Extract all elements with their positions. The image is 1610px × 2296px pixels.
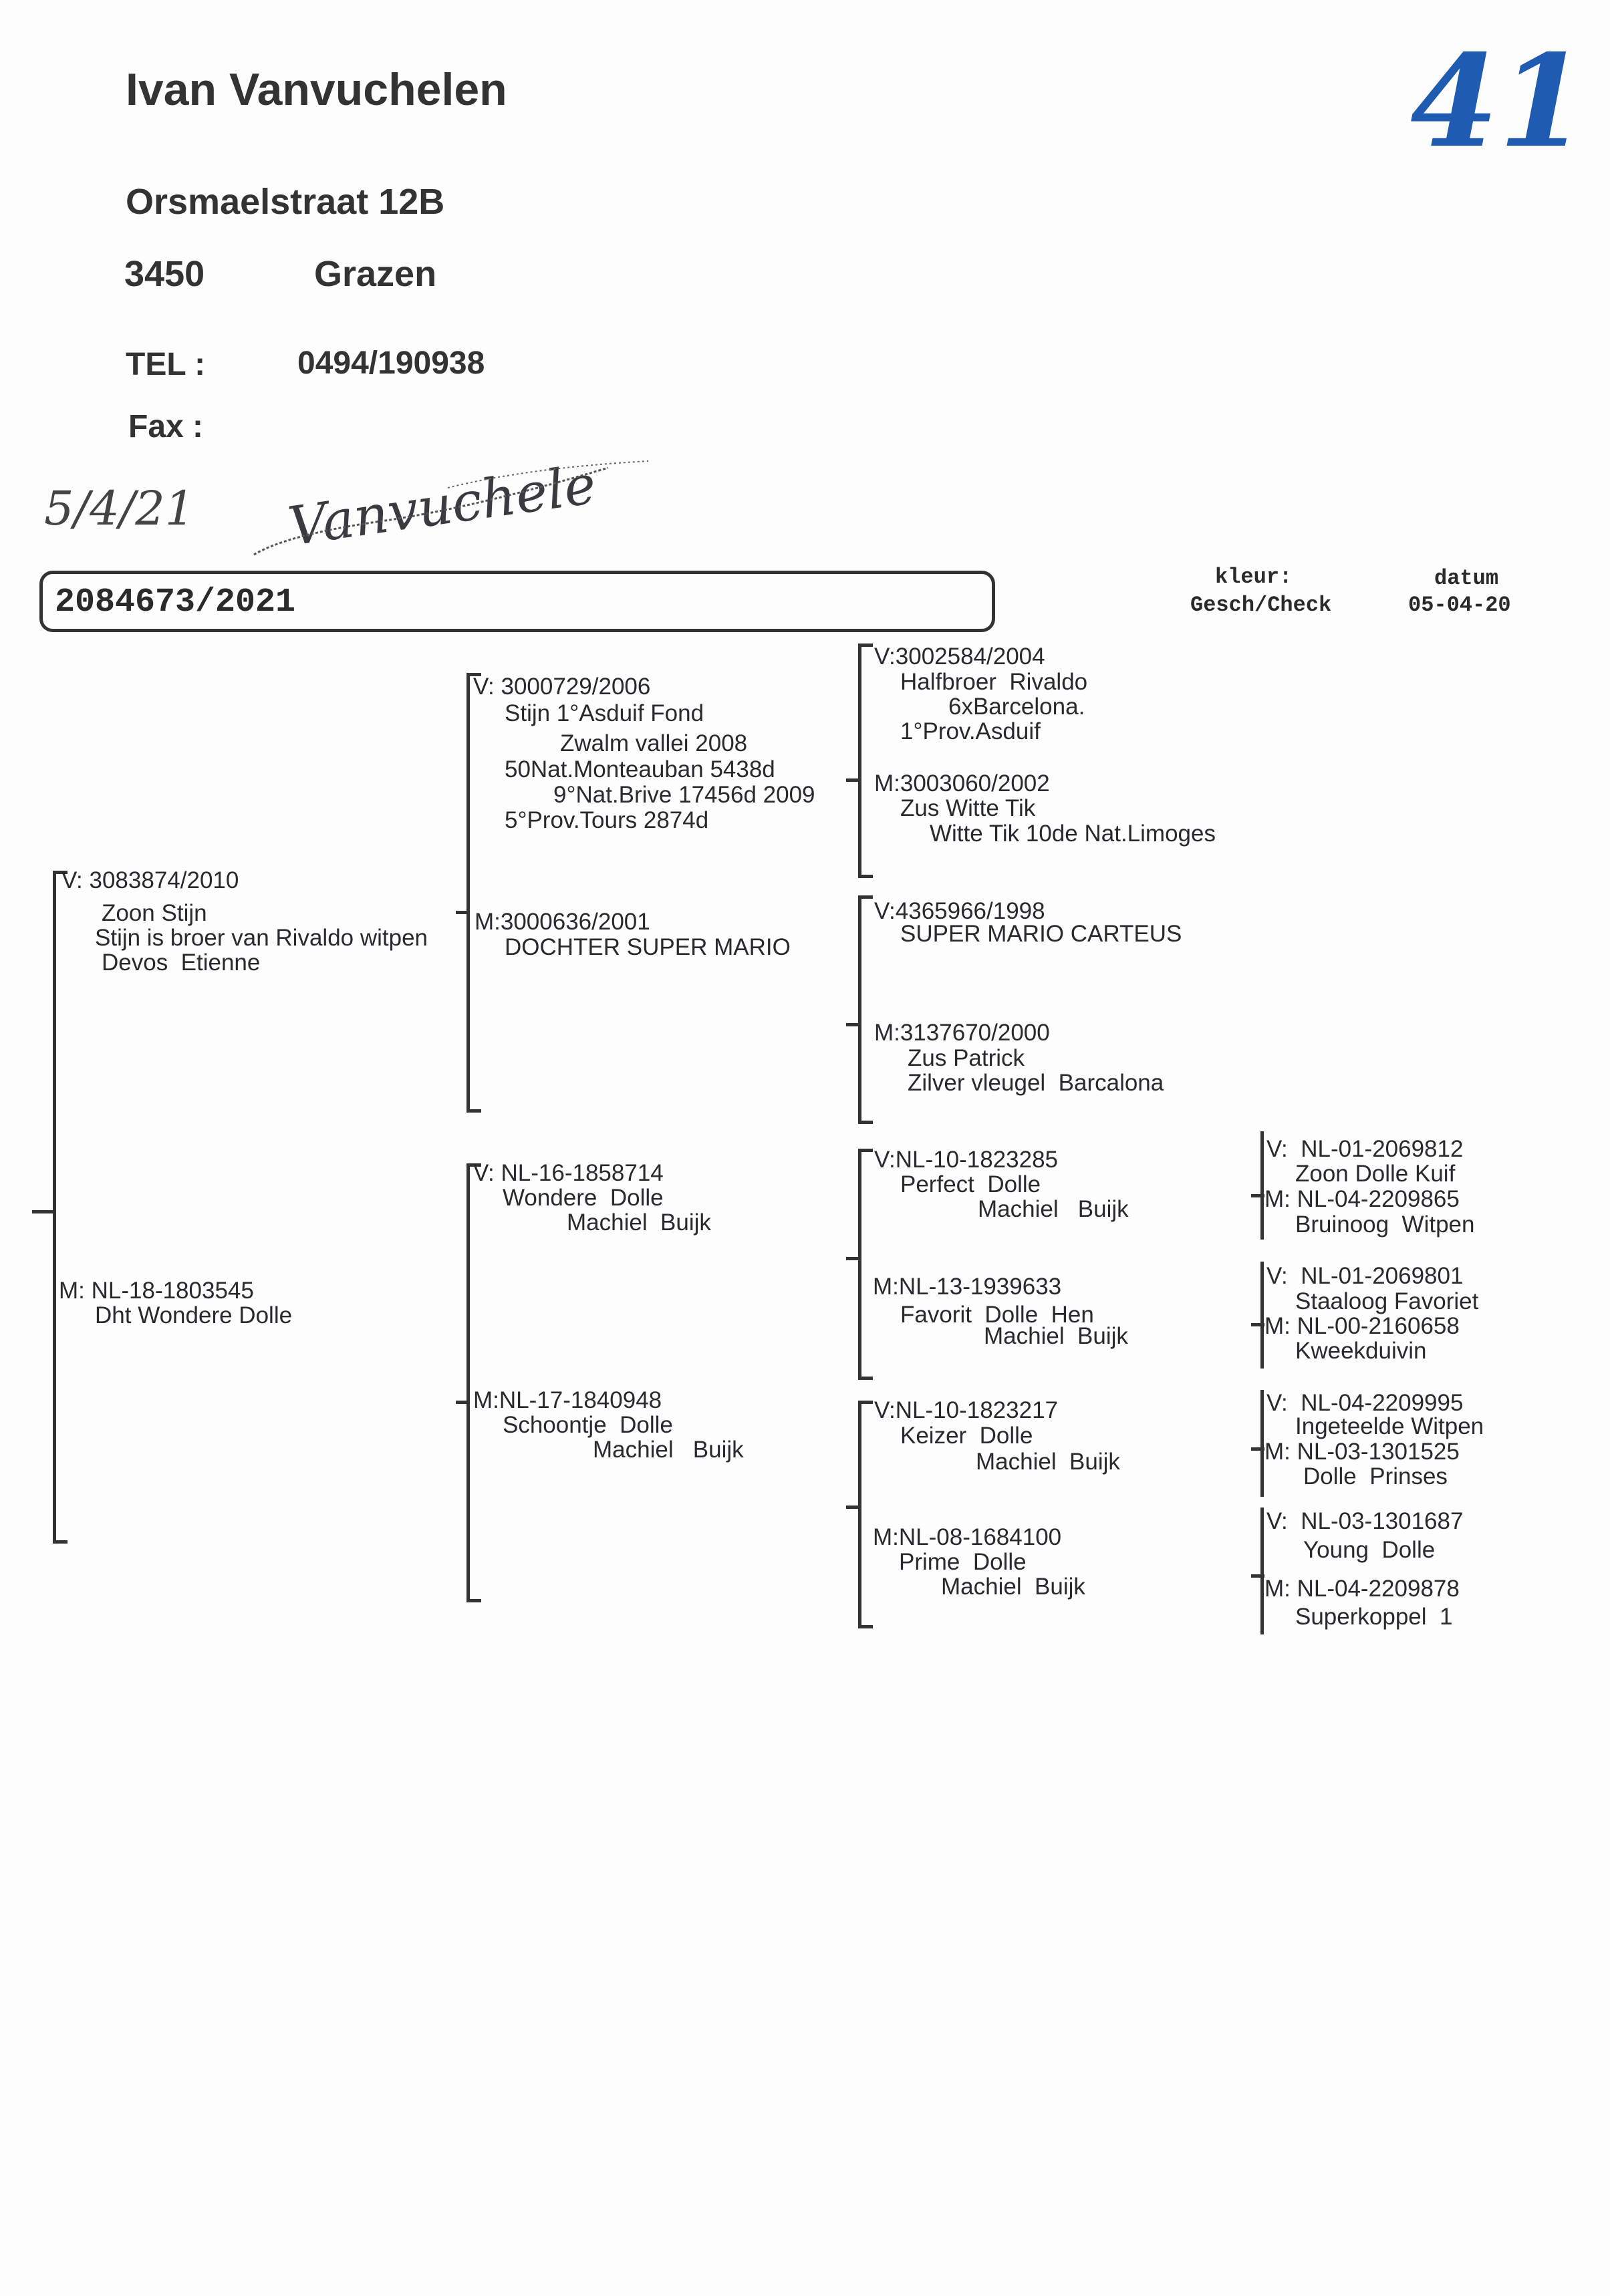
- gen4-ring: M: NL-04-2209878: [1264, 1576, 1460, 1602]
- bracket-gen4: [1260, 1390, 1264, 1497]
- sdd-line: Zilver vleugel Barcalona: [908, 1070, 1164, 1096]
- ss-line: Stijn 1°Asduif Fond: [505, 700, 704, 726]
- ss-line: Zwalm vallei 2008: [560, 730, 748, 756]
- bracket-gen1: [53, 871, 68, 1544]
- dds-line: Keizer Dolle: [900, 1423, 1033, 1449]
- owner-postcode: 3450: [124, 254, 205, 294]
- bracket-tick: [1251, 1574, 1264, 1578]
- dsd-ring: M:NL-13-1939633: [873, 1274, 1062, 1300]
- sire-line: Zoon Stijn: [102, 900, 207, 926]
- dd-line: Machiel Buijk: [593, 1437, 744, 1463]
- dss-line: Machiel Buijk: [978, 1196, 1129, 1222]
- ssd-ring: M:3003060/2002: [874, 770, 1050, 797]
- gen4-ring: V: NL-01-2069812: [1266, 1136, 1464, 1162]
- ds-line: Machiel Buijk: [567, 1209, 711, 1236]
- ring-number: 2084673/2021: [55, 583, 296, 621]
- sss-line: Halfbroer Rivaldo: [900, 669, 1088, 695]
- gen4-name: Bruinoog Witpen: [1295, 1211, 1475, 1238]
- dds-ring: V:NL-10-1823217: [874, 1397, 1059, 1423]
- bracket-gen2-sire: [466, 673, 481, 1113]
- bracket-gen3: [858, 643, 873, 878]
- ss-ring: V: 3000729/2006: [473, 674, 651, 700]
- bracket-tick: [456, 911, 469, 914]
- datum-label: datum: [1434, 566, 1499, 591]
- ds-line: Wondere Dolle: [503, 1185, 664, 1211]
- ddd-ring: M:NL-08-1684100: [873, 1524, 1062, 1550]
- gen4-name: Zoon Dolle Kuif: [1295, 1161, 1456, 1187]
- dds-line: Machiel Buijk: [976, 1449, 1120, 1475]
- ss-line: 5°Prov.Tours 2874d: [505, 807, 709, 833]
- sds-ring: V:4365966/1998: [874, 898, 1045, 924]
- bracket-tick: [456, 1401, 469, 1404]
- sd-line: DOCHTER SUPER MARIO: [505, 934, 791, 960]
- dsd-line: Machiel Buijk: [984, 1323, 1128, 1349]
- ss-line: 50Nat.Monteauban 5438d: [505, 756, 775, 782]
- bracket-gen4: [1260, 1131, 1264, 1240]
- datum-value: 05-04-20: [1408, 593, 1511, 617]
- bracket-gen4: [1260, 1262, 1264, 1369]
- ssd-line: Zus Witte Tik: [900, 795, 1036, 821]
- ring-number-box: 2084673/2021: [39, 571, 995, 632]
- gen4-ring: V: NL-01-2069801: [1266, 1263, 1464, 1289]
- bracket-gen3: [858, 1149, 873, 1380]
- sire-ring: V: 3083874/2010: [61, 867, 239, 893]
- tel-label: TEL :: [126, 347, 206, 382]
- owner-name: Ivan Vanvuchelen: [126, 64, 507, 115]
- dd-ring: M:NL-17-1840948: [473, 1387, 662, 1413]
- owner-street: Orsmaelstraat 12B: [126, 182, 445, 222]
- handwritten-number: 41: [1410, 27, 1587, 176]
- sdd-line: Zus Patrick: [908, 1045, 1025, 1071]
- kleur-value: Gesch/Check: [1190, 593, 1332, 617]
- gen4-ring: V: NL-03-1301687: [1266, 1508, 1464, 1534]
- owner-city: Grazen: [314, 254, 437, 294]
- bracket-tick: [846, 1505, 859, 1509]
- sdd-ring: M:3137670/2000: [874, 1020, 1050, 1046]
- signature-flourish: [253, 460, 649, 556]
- bracket-gen3: [858, 895, 873, 1124]
- sire-line: Stijn is broer van Rivaldo witpen: [95, 925, 428, 951]
- sss-line: 6xBarcelona.: [948, 694, 1085, 720]
- sd-ring: M:3000636/2001: [475, 909, 650, 935]
- dd-line: Schoontje Dolle: [503, 1412, 673, 1438]
- ddd-line: Machiel Buijk: [941, 1574, 1085, 1600]
- ds-ring: V: NL-16-1858714: [473, 1160, 664, 1186]
- sire-line: Devos Etienne: [102, 950, 261, 976]
- dsd-line: Favorit Dolle Hen: [900, 1302, 1094, 1328]
- gen4-ring: M: NL-04-2209865: [1264, 1186, 1460, 1212]
- ddd-line: Prime Dolle: [899, 1549, 1027, 1575]
- bracket-tick: [846, 778, 859, 782]
- gen4-name: Ingeteelde Witpen: [1295, 1413, 1484, 1439]
- gen4-name: Superkoppel 1: [1295, 1604, 1453, 1630]
- dam-line: Dht Wondere Dolle: [95, 1302, 293, 1328]
- gen4-name: Young Dolle: [1303, 1537, 1436, 1563]
- bracket-gen4: [1260, 1508, 1264, 1634]
- bracket-tick: [1251, 1323, 1264, 1326]
- dss-ring: V:NL-10-1823285: [874, 1147, 1059, 1173]
- bracket-tick: [32, 1210, 54, 1213]
- bracket-tick: [846, 1023, 859, 1026]
- fax-label: Fax :: [128, 409, 204, 444]
- ssd-line: Witte Tik 10de Nat.Limoges: [930, 821, 1216, 847]
- bracket-gen3: [858, 1401, 873, 1628]
- gen4-ring: M: NL-00-2160658: [1264, 1313, 1460, 1339]
- gen4-ring: V: NL-04-2209995: [1266, 1390, 1464, 1416]
- bracket-tick: [846, 1257, 859, 1260]
- bracket-tick: [1251, 1194, 1264, 1197]
- dss-line: Perfect Dolle: [900, 1171, 1041, 1197]
- gen4-ring: M: NL-03-1301525: [1264, 1439, 1460, 1465]
- tel-number: 0494/190938: [297, 345, 485, 381]
- kleur-label: kleur:: [1215, 565, 1293, 589]
- ss-line: 9°Nat.Brive 17456d 2009: [553, 782, 815, 808]
- bracket-tick: [1251, 1447, 1264, 1451]
- sds-line: SUPER MARIO CARTEUS: [900, 921, 1182, 947]
- handwritten-date: 5/4/21: [44, 481, 195, 536]
- sss-line: 1°Prov.Asduif: [900, 718, 1041, 744]
- dam-ring: M: NL-18-1803545: [59, 1278, 254, 1304]
- sss-ring: V:3002584/2004: [874, 643, 1045, 670]
- gen4-name: Dolle Prinses: [1303, 1463, 1448, 1489]
- gen4-name: Staaloog Favoriet: [1295, 1288, 1479, 1314]
- gen4-name: Kweekduivin: [1295, 1338, 1427, 1364]
- bracket-gen2-dam: [466, 1163, 481, 1602]
